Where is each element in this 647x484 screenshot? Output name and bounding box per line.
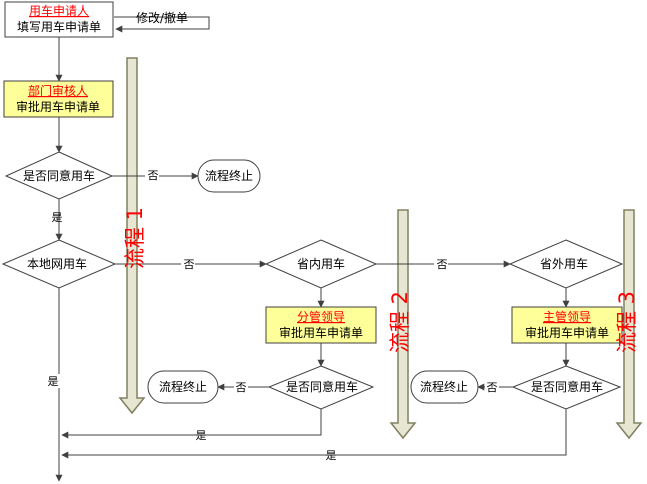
- flow-label-2: 流程 2: [388, 291, 412, 353]
- connector-line: [61, 409, 322, 439]
- flow-label-1: 流程 1: [123, 207, 147, 269]
- flow-label-3: 流程 3: [615, 291, 639, 353]
- decision-agree-3: 是否同意用车: [511, 365, 622, 410]
- main-leader-box: 主管领导 审批用车申请单: [511, 306, 623, 344]
- main-leader-action: 审批用车申请单: [525, 325, 609, 340]
- applicant-box: 用车申请人 填写用车申请单: [4, 1, 114, 38]
- revise-loop-label: 修改/撤单: [136, 10, 188, 25]
- decision-local: 本地网用车: [1, 239, 117, 289]
- end-terminal-1: 流程终止: [197, 159, 261, 193]
- branch-leader-role: 分管领导: [297, 309, 345, 324]
- flow-arrow-1: [118, 57, 146, 415]
- decision-agree-2-label: 是否同意用车: [286, 379, 358, 394]
- edge-label-no: 否: [437, 258, 448, 271]
- edge-label-no: 否: [236, 381, 247, 394]
- end-terminal-2: 流程终止: [147, 370, 219, 404]
- end-terminal-3: 流程终止: [410, 370, 479, 404]
- decision-agree-1: 是否同意用车: [4, 151, 114, 200]
- decision-agree-2: 是否同意用车: [267, 365, 375, 410]
- branch-leader-box: 分管领导 审批用车申请单: [265, 306, 377, 344]
- flow-arrow-2: [389, 209, 417, 440]
- branch-leader-action: 审批用车申请单: [279, 325, 363, 340]
- applicant-action: 填写用车申请单: [17, 19, 101, 34]
- decision-outside-label: 省外用车: [540, 256, 588, 271]
- end-terminal-1-label: 流程终止: [205, 168, 253, 183]
- connector-line: [61, 409, 567, 459]
- edge-label-no: 否: [148, 169, 159, 182]
- edge-label-yes: 是: [326, 449, 337, 462]
- decision-agree-1-label: 是否同意用车: [23, 168, 95, 183]
- edge-label-yes: 是: [48, 375, 59, 388]
- end-terminal-3-label: 流程终止: [420, 379, 468, 394]
- applicant-role: 用车申请人: [29, 3, 89, 18]
- revise-loop-line: [114, 16, 210, 33]
- end-terminal-2-label: 流程终止: [159, 379, 207, 394]
- decision-local-label: 本地网用车: [27, 256, 87, 271]
- main-leader-role: 主管领导: [543, 309, 591, 324]
- decision-agree-3-label: 是否同意用车: [531, 379, 603, 394]
- dept-review-role: 部门审核人: [28, 83, 88, 98]
- edge-label-no: 否: [184, 258, 195, 271]
- flow-arrow-3: [615, 209, 643, 440]
- decision-province-label: 省内用车: [297, 256, 345, 271]
- decision-province: 省内用车: [264, 239, 378, 289]
- edge-label-yes: 是: [52, 211, 63, 224]
- edge-label-yes: 是: [196, 429, 207, 442]
- dept-review-action: 审批用车申请单: [16, 99, 100, 114]
- edge-label-no: 否: [487, 381, 498, 394]
- dept-review-box: 部门审核人 审批用车申请单: [3, 80, 114, 118]
- decision-outside: 省外用车: [508, 239, 624, 289]
